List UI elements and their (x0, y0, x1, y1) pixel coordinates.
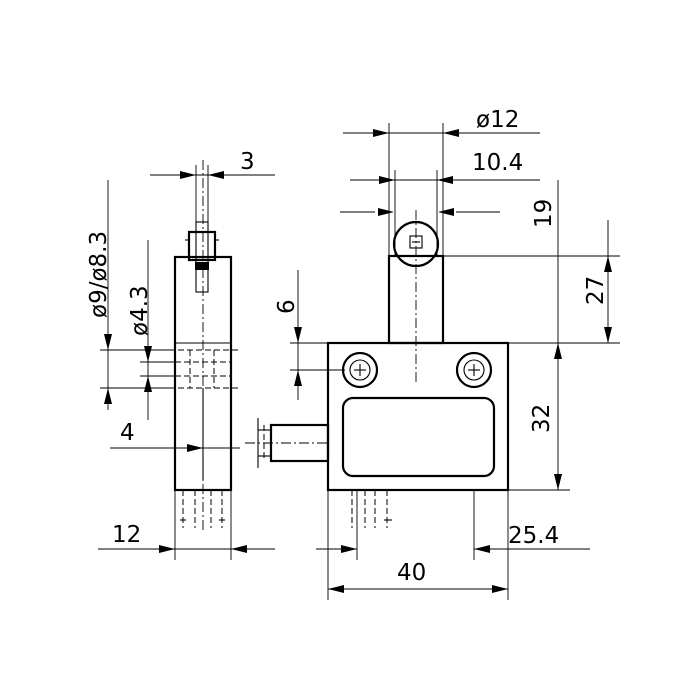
dim-254-arrow-left (341, 545, 357, 553)
front-view (245, 210, 510, 528)
dim-12-arrow-right (231, 545, 247, 553)
side-view (160, 160, 240, 530)
side-plunger-top (187, 230, 217, 262)
dim-6-arrow-top (294, 327, 302, 343)
dim-40-label: 40 (397, 560, 426, 586)
dim-40-arrow-left (328, 585, 344, 593)
dim-27-arrow-bottom (604, 327, 612, 343)
front-body-outline (326, 341, 510, 492)
dim-4-label: 4 (120, 420, 135, 446)
front-screw-left-inner (349, 359, 371, 381)
dim-d12-label: ø12 (476, 107, 519, 133)
front-roller (392, 220, 440, 268)
dim-32-arrow-top (554, 343, 562, 359)
dim-104-label: 10.4 (472, 150, 523, 176)
dim-6-label: 6 (274, 299, 300, 314)
dim-12-arrow-left (159, 545, 175, 553)
dim-12-label: 12 (112, 522, 141, 548)
dim-27-arrow-top (604, 256, 612, 272)
side-plunger-stem (195, 221, 209, 293)
dim-6-arrow-bottom (294, 370, 302, 386)
dim-3-label: 3 (240, 149, 255, 175)
front-window (341, 396, 496, 478)
dim-40-arrow-right (492, 585, 508, 593)
dim-4-arrow (187, 444, 203, 452)
front-screw-right-inner (463, 359, 485, 381)
dim-104-arrow-right (437, 176, 453, 184)
dim-3-arrow-left (180, 171, 196, 179)
dim-hole-arrow-top (144, 346, 152, 362)
dim-19-label: 19 (531, 199, 557, 228)
front-screw-right (455, 351, 493, 389)
dim-bushing-arrow-bottom (104, 388, 112, 404)
dim-32-arrow-bottom (554, 474, 562, 490)
side-plunger-band (195, 262, 209, 270)
front-roller-pin (409, 235, 423, 249)
dim-hole-label: ø4.3 (127, 285, 153, 336)
dim-19-arrow-right (438, 208, 454, 216)
dim-27-label: 27 (583, 276, 609, 305)
dim-d12-arrow-left (373, 129, 389, 137)
dim-bushing-arrow-top (104, 334, 112, 350)
dim-3-arrow-right (208, 171, 224, 179)
dim-254-arrow-right (474, 545, 490, 553)
dim-bushing-label: ø9/ø8.3 (86, 231, 112, 318)
dim-254-label: 25.4 (508, 523, 559, 549)
dim-hole-arrow-bottom (144, 376, 152, 392)
dim-d12-arrow-right (443, 129, 459, 137)
front-dimensions: ø12 10.4 19 32 27 6 (274, 107, 620, 600)
dim-104-arrow-left (379, 176, 395, 184)
dim-19-arrow-left (378, 208, 394, 216)
dim-32-label: 32 (529, 404, 555, 433)
side-dimensions: 3 ø9/ø8.3 ø4.3 4 12 (86, 149, 275, 560)
